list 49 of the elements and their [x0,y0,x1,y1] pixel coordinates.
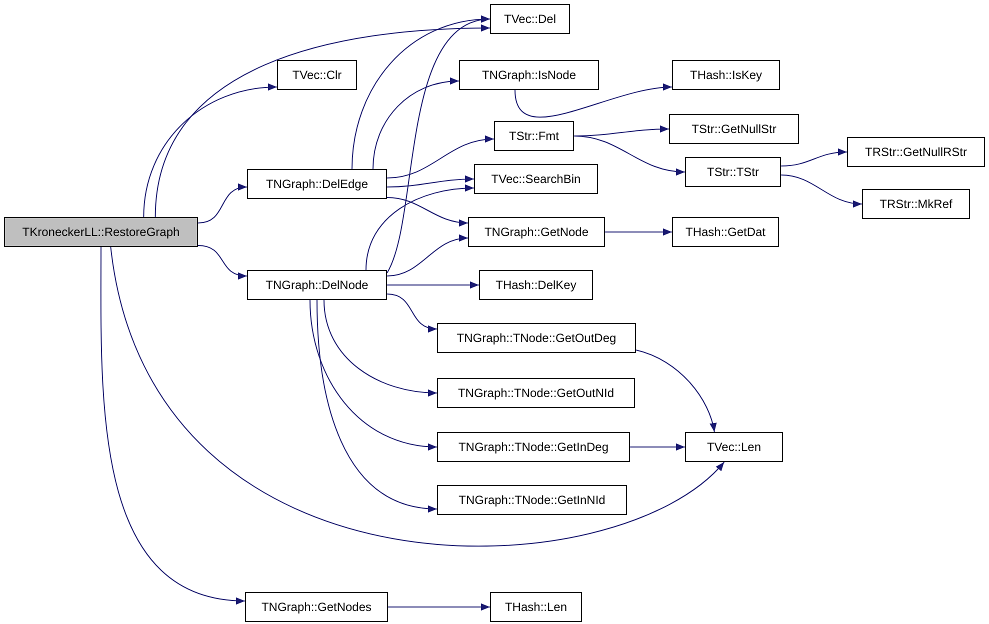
function-box: THash::GetDat [672,217,779,247]
function-box: TNGraph::IsNode [459,60,599,90]
highlighted-function-box: TKroneckerLL::RestoreGraph [4,217,198,247]
call-arrow [143,84,278,218]
call-arrow [386,136,494,178]
call-arrow [630,443,686,451]
function-box: THash::DelKey [479,270,593,300]
function-box: TStr::TStr [685,157,781,187]
call-arrow [154,24,490,218]
call-arrow [372,78,460,170]
call-arrow [386,294,438,332]
call-arrow [574,136,686,176]
function-box: TStr::Fmt [494,121,574,151]
function-box: TStr::GetNullStr [669,114,799,144]
call-arrow [386,17,490,274]
call-arrow [310,300,438,450]
function-box: TNGraph::GetNode [468,217,605,247]
call-arrow [386,176,474,188]
call-arrow [388,603,490,611]
call-arrow [366,184,474,270]
call-arrow [604,228,672,236]
function-box: TVec::Clr [277,60,357,90]
call-arrow [386,235,468,276]
call-arrow [386,197,468,226]
function-box: TVec::Len [685,432,783,462]
call-arrow [780,174,862,207]
function-box: TNGraph::DelNode [247,270,387,300]
function-box: THash::Len [490,592,582,622]
call-arrow [316,300,438,512]
function-box: TVec::SearchBin [474,164,598,194]
call-arrow [198,184,248,224]
function-box: TRStr::GetNullRStr [847,137,985,167]
call-arrow [198,245,248,279]
function-box: TNGraph::TNode::GetInNId [437,485,627,515]
call-arrow [636,350,716,432]
function-box: TVec::Del [490,4,570,34]
function-box: TNGraph::TNode::GetOutDeg [437,323,636,353]
function-box: TNGraph::TNode::GetOutNId [437,378,635,408]
call-arrow [386,281,480,289]
function-box: TNGraph::DelEdge [247,169,387,199]
function-box: THash::IsKey [672,60,780,90]
function-box: TRStr::MkRef [862,189,970,219]
function-box: TNGraph::TNode::GetInDeg [437,432,630,462]
call-arrow [780,148,848,166]
function-box: TNGraph::GetNodes [245,592,388,622]
call-arrow [110,246,725,546]
call-arrow [100,246,246,604]
call-arrow [514,84,672,118]
call-arrow [324,300,438,396]
